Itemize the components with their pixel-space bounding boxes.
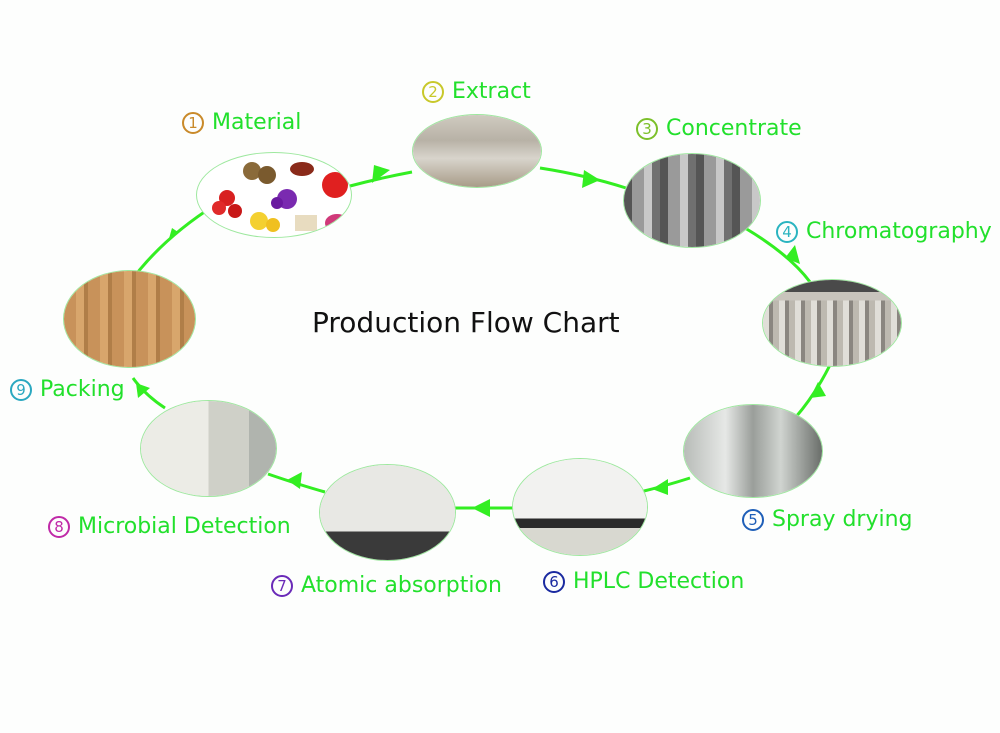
arrow-head-5 <box>652 479 668 495</box>
step-label-4: 4 Chromatography <box>776 219 992 244</box>
step-text-7: Atomic absorption <box>301 573 502 598</box>
arrow-head-7 <box>287 472 302 489</box>
photo-material <box>196 152 352 238</box>
arrow-head-4 <box>810 382 826 398</box>
step-label-1: 1 Material <box>182 110 301 135</box>
step-number-6: 6 <box>543 570 565 593</box>
arrow-head-3 <box>785 245 800 264</box>
step-number-4: 4 <box>776 220 798 243</box>
step-number-8: 8 <box>48 515 70 538</box>
photo-extract <box>412 114 542 188</box>
connector-4-5 <box>793 364 832 419</box>
step-number-3: 3 <box>636 117 658 140</box>
step-number-2: 2 <box>422 80 444 103</box>
photo-chromatography <box>762 279 902 367</box>
step-label-6: 6 HPLC Detection <box>543 569 744 594</box>
connector-3-4 <box>744 226 812 283</box>
step-text-8: Microbial Detection <box>78 514 291 539</box>
connector-1-2 <box>349 170 413 188</box>
step-text-6: HPLC Detection <box>573 569 745 594</box>
photo-microbial <box>140 400 277 497</box>
step-number-9: 9 <box>10 378 32 401</box>
step-number-7: 7 <box>271 574 293 597</box>
step-text-5: Spray drying <box>772 507 913 532</box>
arrow-head-2 <box>582 170 600 188</box>
photo-atomic-absorption <box>319 464 456 561</box>
arrow-head-8 <box>136 383 150 398</box>
step-label-9: 9 Packing <box>10 377 125 402</box>
arrow-head-6 <box>472 499 490 517</box>
step-number-1: 1 <box>182 111 204 134</box>
step-text-4: Chromatography <box>806 219 992 244</box>
photo-hplc <box>512 458 648 556</box>
step-text-9: Packing <box>40 377 125 402</box>
step-label-7: 7 Atomic absorption <box>271 573 502 598</box>
step-text-1: Material <box>212 110 302 135</box>
step-label-8: 8 Microbial Detection <box>48 514 291 539</box>
step-number-5: 5 <box>742 508 764 531</box>
step-label-3: 3 Concentrate <box>636 116 802 141</box>
fruit-illustration-icon <box>212 162 349 232</box>
step-text-3: Concentrate <box>666 116 802 141</box>
connector-8-9 <box>131 377 166 410</box>
arrow-head-9 <box>168 228 178 242</box>
step-label-5: 5 Spray drying <box>742 507 913 532</box>
photo-packing <box>63 270 196 368</box>
chart-title: Production Flow Chart <box>312 306 620 339</box>
step-label-2: 2 Extract <box>422 79 531 104</box>
step-text-2: Extract <box>452 79 531 104</box>
photo-concentrate <box>623 153 761 248</box>
arrow-head-1 <box>372 165 390 183</box>
photo-spray-drying <box>683 404 823 498</box>
